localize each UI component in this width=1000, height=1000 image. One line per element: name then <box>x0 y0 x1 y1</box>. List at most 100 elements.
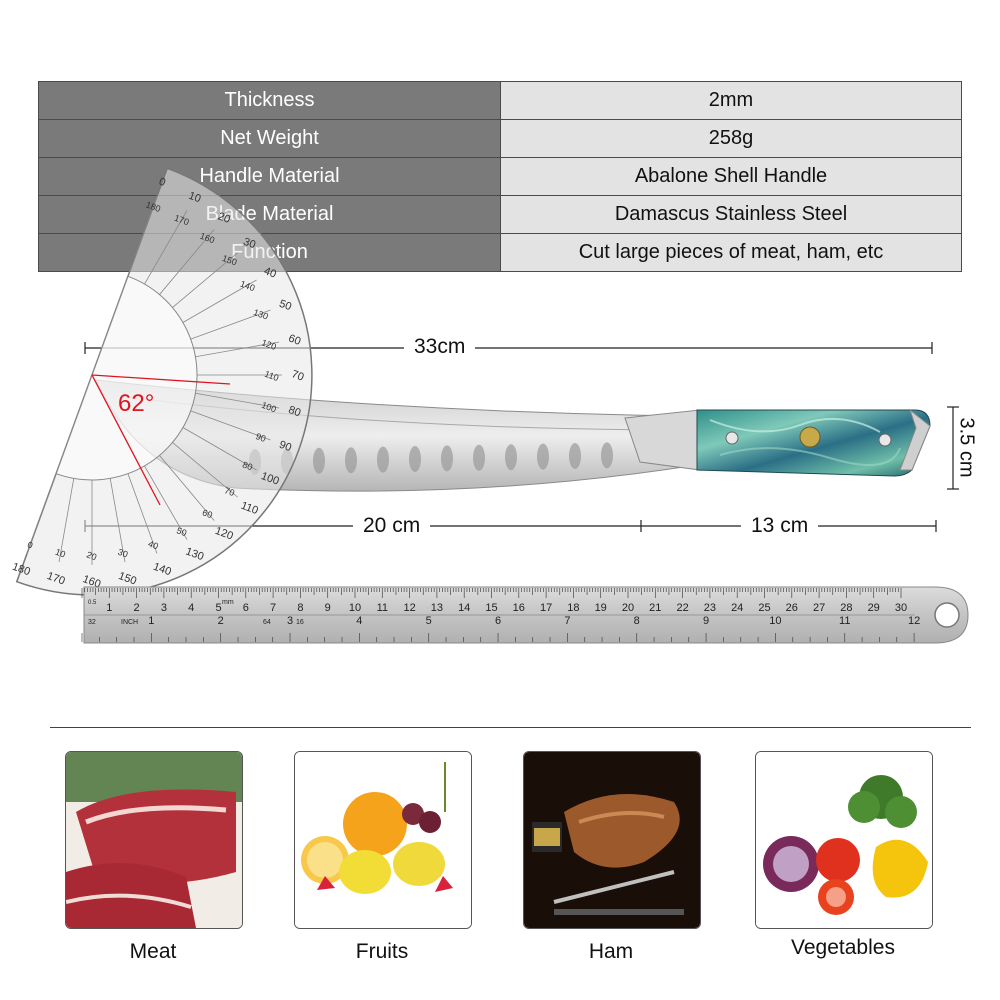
ruler-small-label: 32 <box>88 619 96 626</box>
ruler-inch-label: 6 <box>495 615 501 627</box>
protractor-outer-label: 90 <box>277 439 293 454</box>
blade-dimple <box>601 442 613 469</box>
spec-label: Blade Material <box>38 195 501 234</box>
ruler-cm-label: 1 <box>106 602 112 614</box>
protractor-inner-label: 30 <box>116 547 129 560</box>
protractor-ray <box>26 473 57 554</box>
ruler-inch-label: 8 <box>634 615 640 627</box>
protractor-outer-label: 160 <box>81 573 102 591</box>
protractor-ray <box>159 229 215 295</box>
ruler-cm-label: 19 <box>595 602 607 614</box>
ruler-cm-label: 29 <box>868 602 880 614</box>
protractor-ray <box>195 341 280 358</box>
ruler-cm-label: 26 <box>786 602 798 614</box>
blade-dimple <box>505 444 517 471</box>
meat-photo <box>65 751 243 929</box>
ruler-cm-label: 11 <box>377 602 388 614</box>
handle-length-label: 13 cm <box>741 514 819 538</box>
ruler-inch-label: 2 <box>218 615 224 627</box>
ruler-cm-label: 2 <box>134 602 140 614</box>
protractor-ray <box>144 465 188 540</box>
abalone-handle <box>696 408 931 477</box>
ruler-cm-label: 14 <box>458 602 470 614</box>
ruler-cm-label: 4 <box>188 602 194 614</box>
blade-dimple <box>441 445 453 472</box>
blade-dimple <box>569 443 581 469</box>
angle-label: 62° <box>118 390 155 417</box>
protractor-outer-label: 150 <box>117 570 138 588</box>
protractor-outer-label: 130 <box>184 546 205 564</box>
blade-dimple <box>473 444 485 471</box>
ruler-cm-label: 25 <box>758 602 770 614</box>
ruler-cm-label: 27 <box>813 602 825 614</box>
blade-dimple <box>377 446 389 473</box>
spec-value: Damascus Stainless Steel <box>500 195 962 234</box>
ruler-small-label: 0.5 <box>88 600 97 606</box>
ruler-cm-label: 28 <box>840 602 852 614</box>
protractor-outer-label: 40 <box>262 265 278 280</box>
protractor-outer-label: 110 <box>239 500 260 517</box>
protractor-outer-label: 60 <box>287 332 303 347</box>
ruler-inch-label: 4 <box>356 615 362 627</box>
protractor-outer-label: 30 <box>242 236 258 251</box>
spec-label: Thickness <box>38 81 501 120</box>
protractor-outer-label: 70 <box>290 368 306 383</box>
ruler-cm-label: 24 <box>731 602 743 614</box>
use-label-fruits: Fruits <box>355 940 409 963</box>
protractor-ray <box>127 473 158 554</box>
protractor-ray <box>127 196 158 277</box>
ruler-inch-label: 7 <box>564 615 570 627</box>
protractor-inner-label: 140 <box>239 279 257 294</box>
height-label: 3.5 cm <box>955 417 978 478</box>
ruler-cm-label: 9 <box>325 602 331 614</box>
protractor-inner-label: 10 <box>54 547 67 560</box>
spec-row: FunctionCut large pieces of meat, ham, e… <box>38 233 962 272</box>
ruler-mm-unit: mm <box>222 599 234 606</box>
fruits-photo <box>294 751 472 929</box>
spec-value: Abalone Shell Handle <box>500 157 962 196</box>
protractor-outer-label: 50 <box>277 298 293 313</box>
ham-photo <box>523 751 701 929</box>
ruler-cm-label: 3 <box>161 602 167 614</box>
protractor-ray <box>58 478 75 563</box>
vegetables-photo <box>755 751 933 929</box>
spec-value: Cut large pieces of meat, ham, etc <box>500 233 962 272</box>
protractor-outer-label: 0 <box>157 176 167 189</box>
ruler-cm-label: 7 <box>270 602 276 614</box>
protractor-inner-label: 170 <box>173 213 191 228</box>
overall-length-label: 33cm <box>404 335 476 359</box>
protractor-inner-label: 40 <box>147 539 160 552</box>
protractor-ray <box>182 279 257 323</box>
protractor-ray <box>172 252 238 308</box>
protractor-inner-label: 120 <box>260 337 278 352</box>
blade-dimple <box>409 446 421 472</box>
protractor-outer-label: 80 <box>287 404 303 419</box>
ruler-cm-label: 6 <box>243 602 249 614</box>
ruler-cm-label: 17 <box>540 602 552 614</box>
protractor-ray <box>144 210 188 285</box>
ruler-cm-label: 30 <box>895 602 907 614</box>
ruler-cm-label: 23 <box>704 602 716 614</box>
ruler-inch-unit: INCH <box>121 619 138 626</box>
protractor-outer-label: 10 <box>187 190 203 205</box>
section-divider <box>50 727 971 728</box>
protractor-ray <box>91 480 93 566</box>
protractor-ray <box>195 392 280 409</box>
protractor-inner-label: 180 <box>144 200 162 215</box>
ruler-cm-label: 10 <box>349 602 361 614</box>
ruler-cm-label: 5 <box>215 602 221 614</box>
protractor-ray <box>109 478 126 563</box>
protractor-inner-label: 100 <box>260 400 278 415</box>
protractor-outer-label: 120 <box>213 525 234 543</box>
protractor-inner-label: 60 <box>201 507 214 520</box>
protractor-inner-label: 110 <box>263 369 280 383</box>
